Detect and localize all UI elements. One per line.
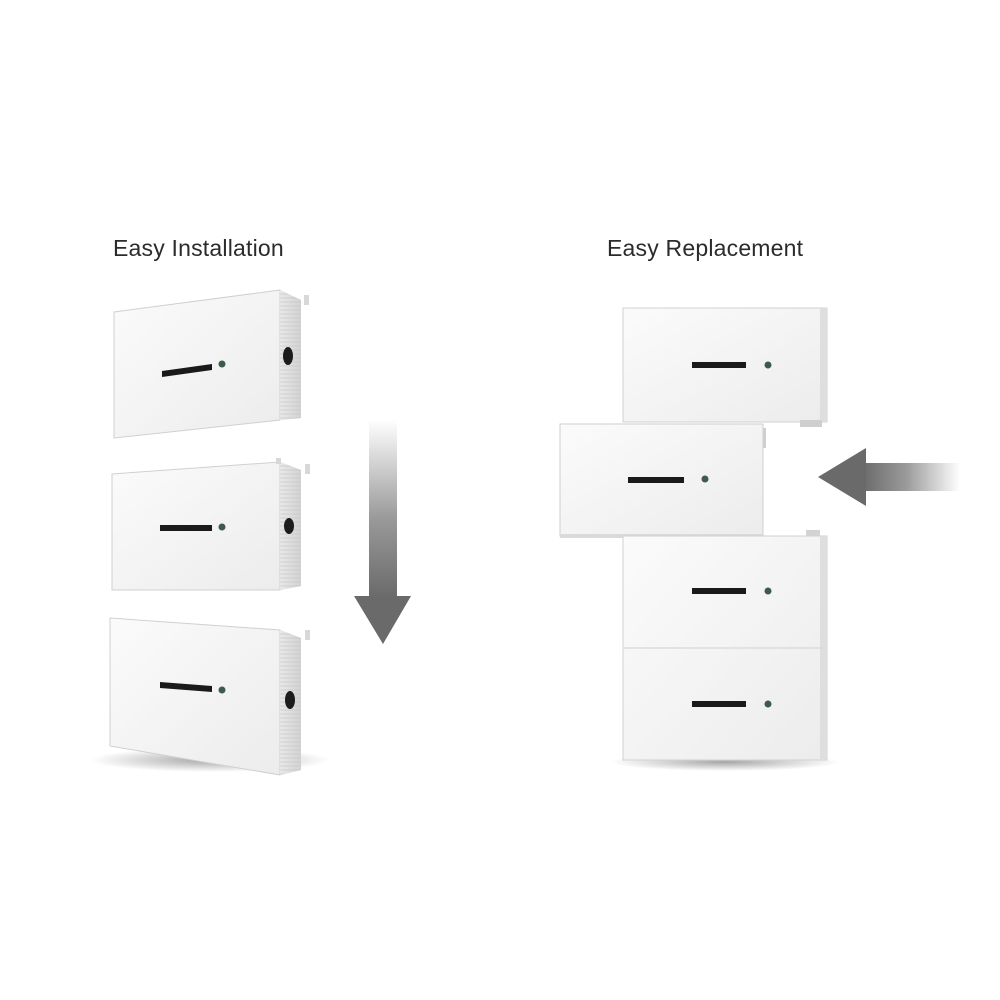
replacement-title: Easy Replacement [607,235,804,261]
arrow-left-icon [818,448,960,506]
status-led-icon [764,361,772,369]
display-strip [692,701,746,707]
mount-bracket [276,458,281,464]
mount-bracket [305,630,310,640]
display-strip [162,364,212,377]
battery-module [113,289,309,439]
battery-module [622,307,828,427]
display-strip [692,362,746,368]
status-led-icon [218,523,226,531]
status-led-icon [701,475,709,483]
mount-bracket [304,295,309,305]
battery-module-pulled-out [559,423,766,538]
replacement-stack [559,307,960,771]
display-strip [692,588,746,594]
connector-port-icon [283,347,293,365]
arrow-down-icon [354,420,411,644]
status-led-icon [218,686,226,694]
battery-module [111,458,310,591]
status-led-icon [764,587,772,595]
installation-title: Easy Installation [113,235,284,261]
connector-port-icon [284,518,294,534]
display-strip [628,477,684,483]
mount-bracket [305,464,310,474]
installation-stack [90,289,411,776]
status-led-icon [764,700,772,708]
connector-port-icon [285,691,295,709]
battery-module [622,530,828,761]
battery-module [109,617,310,776]
display-strip [160,525,212,531]
display-strip [160,682,212,692]
status-led-icon [218,360,226,368]
